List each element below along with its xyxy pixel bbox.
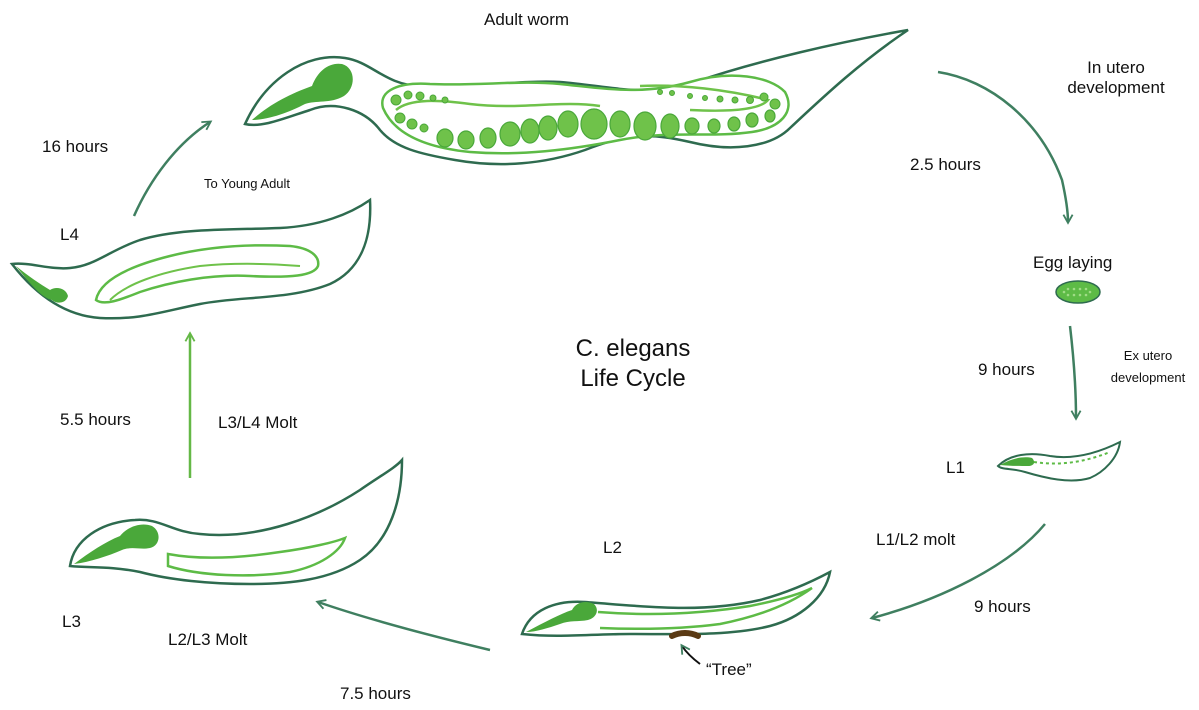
l3-worm [70, 460, 402, 584]
tree-annotation: “Tree” [706, 660, 752, 680]
l3-l4-molt-label: L3/L4 Molt [218, 413, 297, 433]
ex-utero-time: 9 hours [978, 360, 1035, 380]
l3-label: L3 [62, 612, 81, 632]
l3-l4-time: 5.5 hours [60, 410, 131, 430]
egg-laying-label: Egg laying [1033, 253, 1112, 273]
diagram-title: C. elegans Life Cycle [538, 334, 728, 394]
tree-pointer-arrow [682, 646, 700, 664]
adult-worm [245, 30, 908, 164]
arrow-in-utero [938, 72, 1068, 222]
diagram-title-line: C. elegans [538, 334, 728, 364]
to-adult-label: To Young Adult [204, 176, 290, 192]
l2-l3-molt-label: L2/L3 Molt [168, 630, 247, 650]
arrow-l2-l3 [318, 602, 490, 650]
l1-l2-molt-label: L1/L2 molt [876, 530, 955, 550]
ex-utero-label: Ex utero development [1100, 348, 1196, 385]
l2-worm [522, 572, 830, 636]
in-utero-label-line: In utero [1050, 58, 1182, 78]
in-utero-time: 2.5 hours [910, 155, 981, 175]
l2-l3-time: 7.5 hours [340, 684, 411, 704]
l4-label: L4 [60, 225, 79, 245]
to-adult-time: 16 hours [42, 137, 108, 157]
in-utero-label: In utero development [1050, 58, 1182, 99]
ex-utero-label-line: Ex utero [1100, 348, 1196, 364]
l1-worm [998, 442, 1120, 480]
l4-worm [12, 200, 370, 318]
l1-l2-time: 9 hours [974, 597, 1031, 617]
l2-label: L2 [603, 538, 622, 558]
arrow-to-adult [134, 122, 210, 216]
l1-label: L1 [946, 458, 965, 478]
in-utero-label-line: development [1050, 78, 1182, 98]
ex-utero-label-line: development [1100, 370, 1196, 386]
adult-worm-label: Adult worm [484, 10, 569, 30]
diagram-title-line: Life Cycle [538, 364, 728, 394]
tree-structure [672, 633, 698, 636]
arrow-ex-utero [1070, 326, 1076, 418]
egg [1056, 281, 1100, 303]
